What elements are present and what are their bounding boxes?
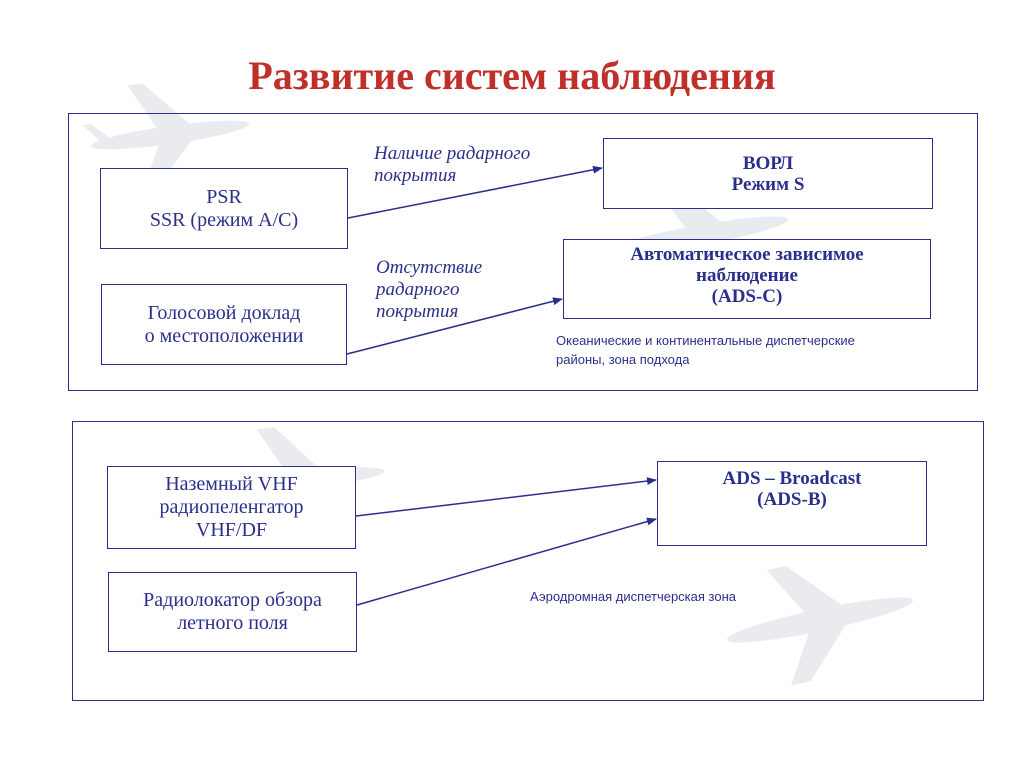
- oceanic-caption-line2: районы, зона подхода: [556, 352, 690, 367]
- aerodrome-caption: Аэродромная диспетчерская зона: [530, 589, 736, 604]
- vhf-df-box: Наземный VHF радиопеленгатор VHF/DF: [107, 466, 356, 549]
- voice-line2: о местоположении: [144, 324, 304, 347]
- ads-b-box: ADS – Broadcast (ADS-B): [657, 461, 927, 546]
- bottom-panel: [72, 421, 984, 701]
- vorl-box: ВОРЛ Режим S: [603, 138, 933, 209]
- arrow-vhf-to-adsb: [355, 477, 657, 517]
- arrow-voice-to-adsc: [346, 297, 563, 355]
- field-line1: Радиолокатор обзора: [143, 589, 322, 611]
- adsb-line1: ADS – Broadcast: [722, 468, 862, 489]
- psr-line1: PSR: [206, 185, 242, 208]
- vhf-line1: Наземный VHF: [165, 473, 298, 495]
- no-radar-line2: радарного: [376, 279, 460, 300]
- no-radar-line3: покрытия: [376, 301, 459, 322]
- field-line2: летного поля: [177, 612, 288, 634]
- voice-report-box: Голосовой доклад о местоположении: [101, 284, 347, 365]
- adsc-line3: (ADS-C): [711, 286, 783, 307]
- ads-c-box: Автоматическое зависимое наблюдение (ADS…: [563, 239, 931, 319]
- adsc-line1: Автоматическое зависимое: [630, 244, 864, 265]
- vhf-line3: VHF/DF: [195, 519, 268, 541]
- no-radar-coverage-note: Отсутствие радарного покрытия: [376, 257, 482, 323]
- voice-line1: Голосовой доклад: [147, 301, 301, 324]
- page-title: Развитие систем наблюдения: [248, 53, 776, 98]
- arrow-field-to-adsb: [356, 517, 657, 606]
- arrow-psr-to-vorl: [347, 165, 603, 219]
- adsb-line2: (ADS-B): [757, 489, 827, 510]
- adsc-line2: наблюдение: [696, 265, 798, 286]
- top-panel: [68, 113, 978, 391]
- radar-note-line2: покрытия: [374, 165, 457, 186]
- psr-line2: SSR (режим А/С): [149, 208, 299, 231]
- vhf-line2: радиопеленгатор: [159, 496, 304, 518]
- airfield-radar-box: Радиолокатор обзора летного поля: [108, 572, 357, 652]
- oceanic-caption-line1: Океанические и континентальные диспетчер…: [556, 333, 855, 348]
- vorl-line2: Режим S: [731, 173, 805, 195]
- vorl-line1: ВОРЛ: [742, 152, 794, 174]
- radar-note-line1: Наличие радарного: [374, 143, 531, 164]
- radar-coverage-note: Наличие радарного покрытия: [374, 143, 530, 187]
- psr-box: PSR SSR (режим А/С): [100, 168, 348, 249]
- oceanic-caption: Океанические и континентальные диспетчер…: [556, 331, 855, 369]
- no-radar-line1: Отсутствие: [376, 257, 483, 278]
